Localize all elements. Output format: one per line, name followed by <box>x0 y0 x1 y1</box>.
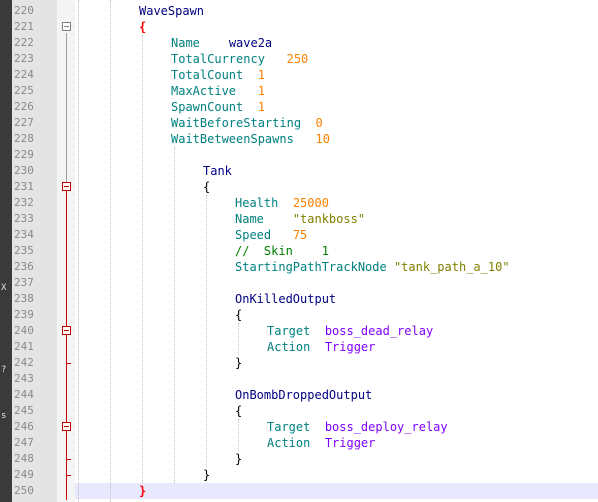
code-line: Name "tankboss" <box>235 212 366 226</box>
code-line: StartingPathTrackNode "tank_path_a_10" <box>235 260 510 274</box>
line-number: 244 <box>14 388 34 401</box>
fold-toggle-icon[interactable] <box>62 22 71 31</box>
line-number: 248 <box>14 452 34 465</box>
fold-end-marker <box>66 363 71 364</box>
code-line: WaveSpawn <box>139 4 205 18</box>
code-line: WaitBeforeStarting 0 <box>171 116 323 130</box>
fold-end-marker <box>66 475 71 476</box>
line-number: 232 <box>14 196 34 209</box>
code-line: Tank <box>203 164 232 178</box>
line-number: 237 <box>14 276 34 289</box>
line-number: 250 <box>14 484 34 497</box>
code-line: Health 25000 <box>235 196 329 210</box>
line-number: 226 <box>14 100 34 113</box>
indent-guide <box>238 419 239 451</box>
fold-toggle-icon[interactable] <box>62 182 71 191</box>
line-number: 221 <box>14 20 34 33</box>
code-line: Action Trigger <box>267 436 376 450</box>
code-line: { <box>235 308 243 322</box>
code-line: OnBombDroppedOutput <box>235 388 373 402</box>
line-number: 233 <box>14 212 34 225</box>
code-line: TotalCount 1 <box>171 68 265 82</box>
line-number: 249 <box>14 468 34 481</box>
code-line: { <box>139 20 147 34</box>
line-number: 243 <box>14 372 34 385</box>
line-number: 245 <box>14 404 34 417</box>
indent-guide <box>110 0 111 502</box>
code-line: } <box>235 452 243 466</box>
line-number: 222 <box>14 36 34 49</box>
strip-char: X <box>1 283 7 293</box>
code-line: WaitBetweenSpawns 10 <box>171 132 330 146</box>
line-number: 239 <box>14 308 34 321</box>
strip-char: ? <box>1 365 7 375</box>
code-line: Speed 75 <box>235 228 308 242</box>
line-number: 220 <box>14 4 34 17</box>
line-number: 234 <box>14 228 34 241</box>
code-line: // Skin 1 <box>235 244 329 258</box>
code-line: Target boss_deploy_relay <box>267 420 448 434</box>
indent-guide <box>78 0 79 502</box>
code-line: OnKilledOutput <box>235 292 337 306</box>
indent-guide <box>238 323 239 355</box>
code-line: { <box>235 404 243 418</box>
line-number: 224 <box>14 68 34 81</box>
line-number: 241 <box>14 340 34 353</box>
fold-end-marker <box>66 459 71 460</box>
strip-char: s <box>1 411 7 421</box>
line-number: 247 <box>14 436 34 449</box>
indent-guide <box>206 195 207 467</box>
line-number: 225 <box>14 84 34 97</box>
fold-toggle-icon[interactable] <box>62 326 71 335</box>
code-line: MaxActive 1 <box>171 84 265 98</box>
fold-line <box>66 33 67 187</box>
line-number: 223 <box>14 52 34 65</box>
line-number: 229 <box>14 148 34 161</box>
code-line: TotalCurrency 250 <box>171 52 309 66</box>
code-line: } <box>203 468 211 482</box>
line-number: 228 <box>14 132 34 145</box>
fold-toggle-icon[interactable] <box>62 422 71 431</box>
current-line-highlight <box>75 483 598 499</box>
line-number: 230 <box>14 164 34 177</box>
indent-guide <box>142 35 143 483</box>
line-number: 236 <box>14 260 34 273</box>
code-line: { <box>203 180 211 194</box>
code-line: } <box>235 356 243 370</box>
line-number: 240 <box>14 324 34 337</box>
code-line: } <box>139 484 147 498</box>
fold-line-active <box>66 187 67 500</box>
code-line: Action Trigger <box>267 340 376 354</box>
line-number: 238 <box>14 292 34 305</box>
line-number-gutter <box>12 0 57 502</box>
line-number: 235 <box>14 244 34 257</box>
line-number: 227 <box>14 116 34 129</box>
line-number: 246 <box>14 420 34 433</box>
line-number: 242 <box>14 356 34 369</box>
indent-guide <box>174 147 175 483</box>
code-line: Name wave2a <box>171 36 273 50</box>
line-number: 231 <box>14 180 34 193</box>
code-line: Target boss_dead_relay <box>267 324 434 338</box>
left-panel-strip: X ? s <box>0 0 12 502</box>
code-line: SpawnCount 1 <box>171 100 265 114</box>
